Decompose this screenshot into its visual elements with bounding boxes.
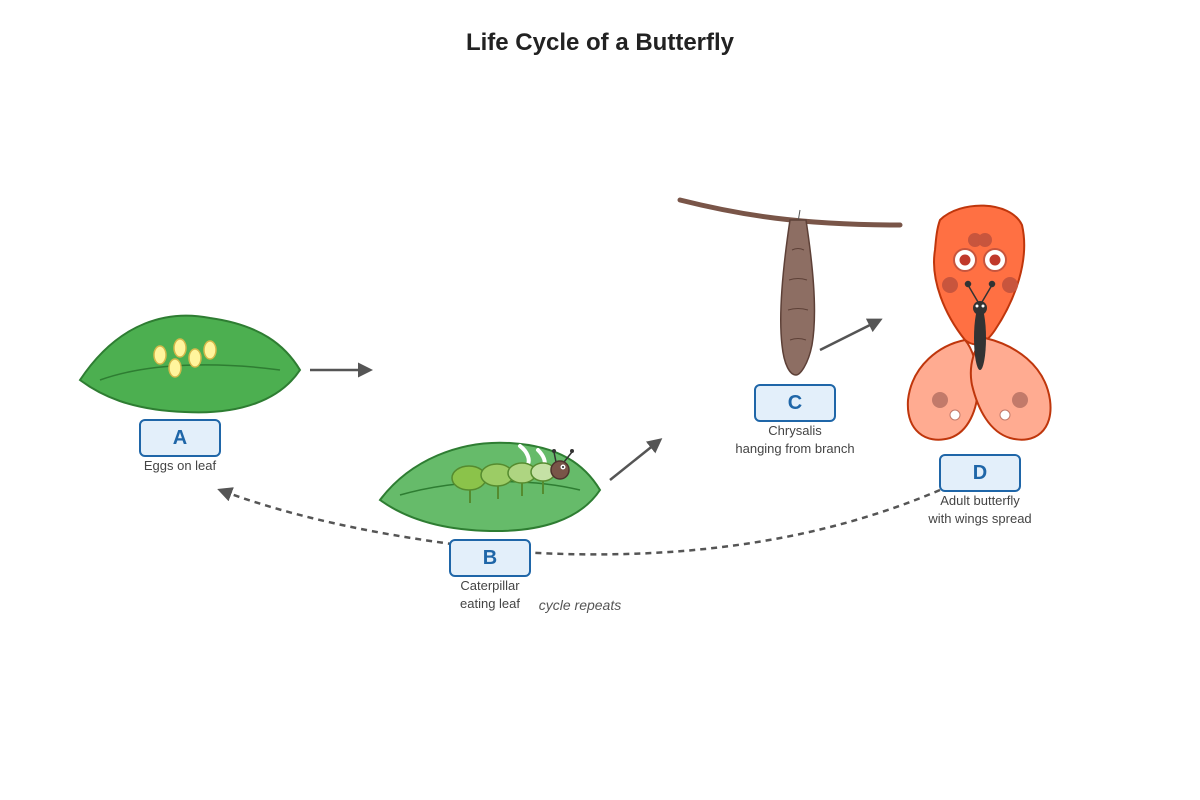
egg-cluster (153, 338, 217, 378)
butterfly-body (974, 306, 986, 370)
stage-d-butterfly-illustration (906, 204, 1052, 441)
stage-a-letter: A (173, 427, 187, 449)
chrysalis (779, 219, 816, 376)
stage-a-caption: Eggs on leaf (144, 458, 217, 473)
stage-c-chrysalis-illustration (677, 197, 903, 376)
butterfly-lower-wing-left (906, 338, 980, 441)
stage-b-label: B Caterpillar eating leaf (449, 539, 531, 611)
stage-d-letter-box (939, 454, 1021, 492)
stage-d-letter: D (973, 462, 987, 484)
butterfly-lower-wing-right (969, 336, 1052, 441)
stage-c-caption-line-1: Chrysalis (768, 423, 822, 438)
wing-spots (932, 233, 1028, 421)
stage-d-caption-line-2: with wings spread (927, 511, 1031, 526)
stage-c-label: C Chrysalis hanging from branch (735, 384, 855, 456)
caterpillar-body (451, 462, 556, 491)
stage-b-letter: B (483, 547, 497, 569)
egg (168, 358, 182, 378)
egg (173, 338, 187, 358)
stage-c-letter-box (754, 384, 836, 422)
stage-c-letter: C (788, 392, 802, 414)
diagram-title: Life Cycle of a Butterfly (466, 29, 735, 56)
egg (153, 345, 167, 365)
cycle-repeats-label: cycle repeats (539, 597, 621, 613)
caterpillar-head (550, 449, 574, 480)
egg (203, 340, 217, 360)
stage-a-label: A Eggs on leaf (139, 419, 221, 473)
arrow-b-to-c (609, 438, 663, 481)
butterfly-antennae (964, 280, 996, 303)
stage-b-letter-box (449, 539, 531, 577)
leaf-a-vein (99, 364, 281, 381)
arrow-c-to-d (819, 318, 883, 352)
egg (188, 348, 202, 368)
stage-b-caption-line-1: Caterpillar (460, 578, 520, 593)
chrysalis-segment-lines (787, 248, 809, 341)
stage-d-label: D Adult butterfly with wings spread (927, 454, 1032, 526)
stage-c-caption-line-2: hanging from branch (735, 441, 854, 456)
branch (677, 197, 903, 228)
butterfly-head (973, 301, 987, 315)
stage-d-caption-line-1: Adult butterfly (940, 493, 1020, 508)
stage-b-caterpillar-illustration (378, 441, 602, 533)
stage-a-letter-box (139, 419, 221, 457)
stage-a-eggs-illustration (78, 314, 302, 414)
stage-b-caption-line-2: eating leaf (460, 596, 520, 611)
